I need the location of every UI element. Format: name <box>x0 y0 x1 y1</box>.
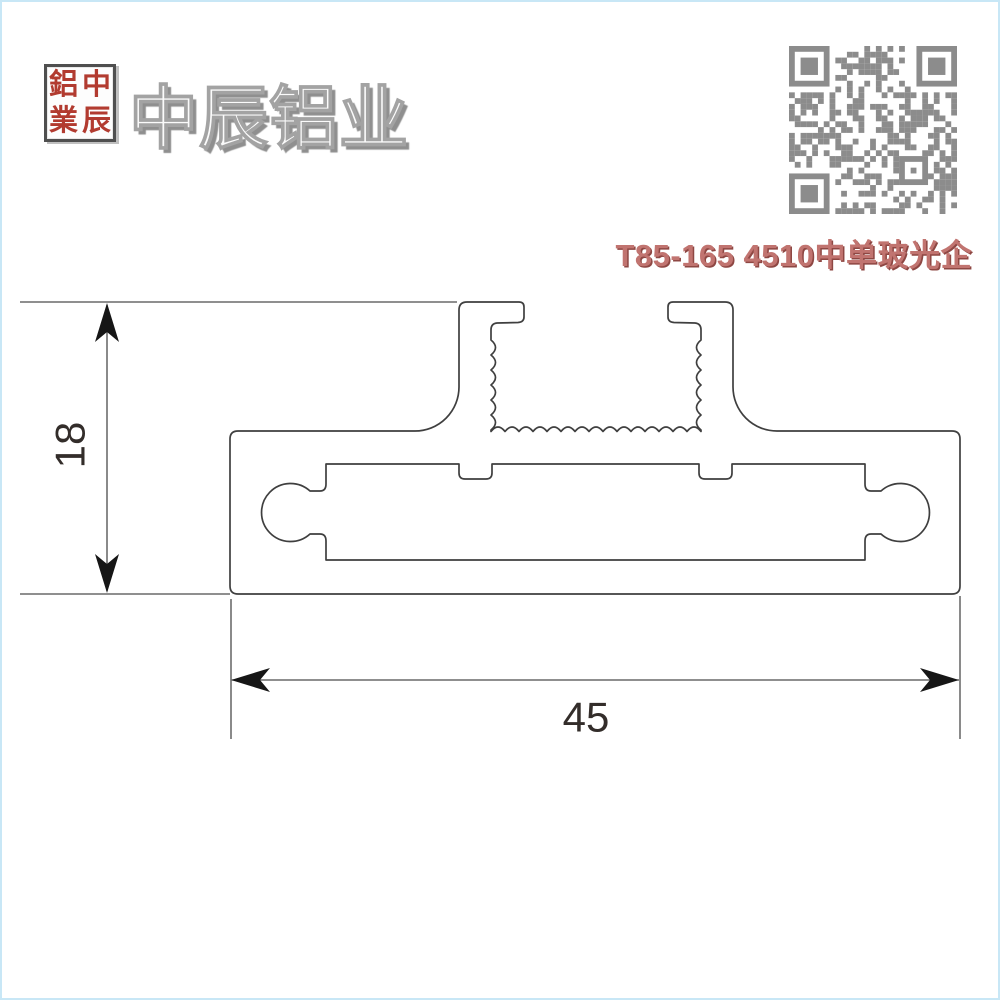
seal-char-3: 業 <box>48 104 78 137</box>
arrowhead-right <box>920 668 959 692</box>
profile-outline <box>229 301 961 595</box>
product-code-label: T85-165 4510中单玻光企 <box>615 238 972 273</box>
width-dim-value: 45 <box>563 694 610 741</box>
arrowhead-down <box>95 554 119 593</box>
height-dim-value: 18 <box>47 422 94 469</box>
arrowhead-up <box>95 303 119 342</box>
company-seal-logo: 鋁 中 業 辰 <box>44 64 116 142</box>
cavity-outline <box>260 463 931 561</box>
width-dimension: 45 <box>230 596 961 741</box>
seal-char-4: 辰 <box>81 104 111 137</box>
height-dimension: 18 <box>20 301 457 595</box>
qr-code <box>789 46 957 214</box>
arrowhead-left <box>231 668 270 692</box>
seal-char-1: 鋁 <box>48 68 78 101</box>
seal-char-2: 中 <box>81 68 111 101</box>
company-name: 中辰铝业 <box>128 79 409 158</box>
